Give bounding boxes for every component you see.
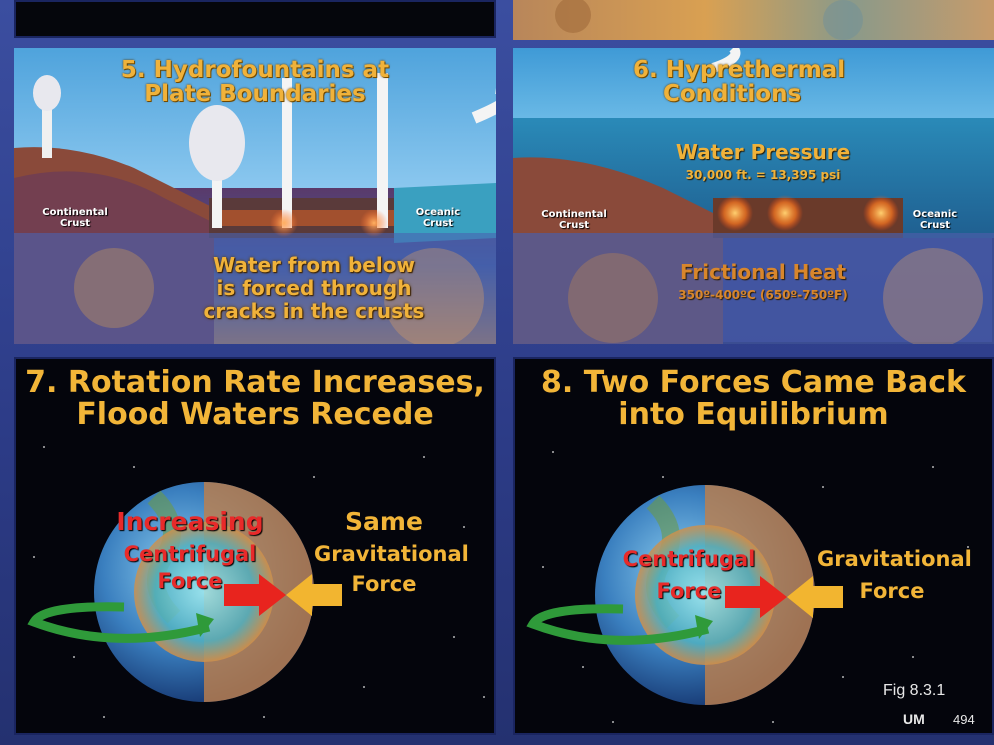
panel-7-gravitational-label: Gravitational: [314, 542, 469, 566]
panel-6-title-line2: Conditions: [663, 81, 802, 108]
panel-6-title: 6. Hyprethermal Conditions: [633, 58, 973, 106]
panel-6-title-line1: 6. Hyprethermal: [633, 57, 846, 83]
panel-5-caption-line2: is forced through: [216, 276, 412, 300]
panel-6-pressure-value: 30,000 ft. = 13,395 psi: [685, 168, 841, 182]
panel-8-title-line1: 8. Two Forces Came Back: [541, 365, 966, 400]
panel-5-continental-label: Continental Crust: [42, 207, 108, 229]
panel-5-hydrofountains: 5. Hydrofountains at Plate Boundaries Co…: [14, 48, 496, 344]
panel-7-title-line2: Flood Waters Recede: [76, 396, 434, 432]
panel-8-centrifugal-label: Centrifugal: [622, 547, 756, 571]
top-strip-left: [14, 0, 496, 38]
panel-7-title: 7. Rotation Rate Increases, Flood Waters…: [14, 367, 496, 430]
panel-6-temperature: 350º-400ºC (650º-750ºF): [678, 288, 848, 302]
top-strip-texture: [513, 0, 994, 40]
panel-5-caption-line1: Water from below: [213, 253, 415, 277]
panel-8-stars: [542, 451, 969, 723]
panel-5-title-line1: 5. Hydrofountains at: [120, 57, 390, 83]
panel-8-title: 8. Two Forces Came Back into Equilibrium: [513, 367, 994, 430]
panel-5-caption: Water from below is forced through crack…: [164, 254, 464, 323]
panel-8-force-right-label: Force: [859, 579, 925, 603]
panel-7-increasing-label: Increasing: [116, 507, 264, 536]
um-logo: UM: [903, 711, 925, 727]
panel-5-title: 5. Hydrofountains at Plate Boundaries: [14, 58, 496, 106]
panel-6-illustration: [513, 48, 994, 344]
panel-7-force-left-label: Force: [157, 569, 223, 593]
panel-6-oceanic-label: Oceanic Crust: [912, 209, 958, 231]
panel-6-continental-label: Continental Crust: [541, 209, 607, 231]
panel-6-frictional-heat: Frictional Heat: [679, 260, 847, 284]
top-strip-right: [513, 0, 994, 40]
panel-7-illustration: [27, 446, 485, 718]
panel-5-illustration: [14, 48, 496, 344]
panel-7-rotation-increases: 7. Rotation Rate Increases, Flood Waters…: [14, 357, 496, 735]
panel-7-stars: [33, 446, 485, 718]
panel-5-title-line2: Plate Boundaries: [144, 81, 366, 108]
panel-7-same-label: Same: [345, 507, 423, 536]
panel-8-equilibrium: 8. Two Forces Came Back into Equilibrium…: [513, 357, 994, 735]
panel-7-force-right-label: Force: [351, 572, 417, 596]
panel-8-gravitational-label: Gravitational: [817, 547, 972, 571]
panel-8-title-line2: into Equilibrium: [618, 396, 889, 432]
panel-6-hyprethermal: 6. Hyprethermal Conditions Water Pressur…: [513, 48, 994, 344]
panel-6-water-pressure: Water Pressure: [675, 140, 851, 164]
panel-7-title-line1: 7. Rotation Rate Increases,: [25, 365, 485, 400]
panel-8-illustration: [526, 451, 969, 723]
figure-label: Fig 8.3.1: [883, 682, 946, 699]
panel-7-centrifugal-label: Centrifugal: [123, 542, 257, 566]
page-number: 494: [953, 712, 975, 727]
panel-5-oceanic-label: Oceanic Crust: [415, 207, 461, 229]
panel-8-force-left-label: Force: [656, 579, 722, 603]
panel-5-caption-line3: cracks in the crusts: [203, 299, 425, 323]
